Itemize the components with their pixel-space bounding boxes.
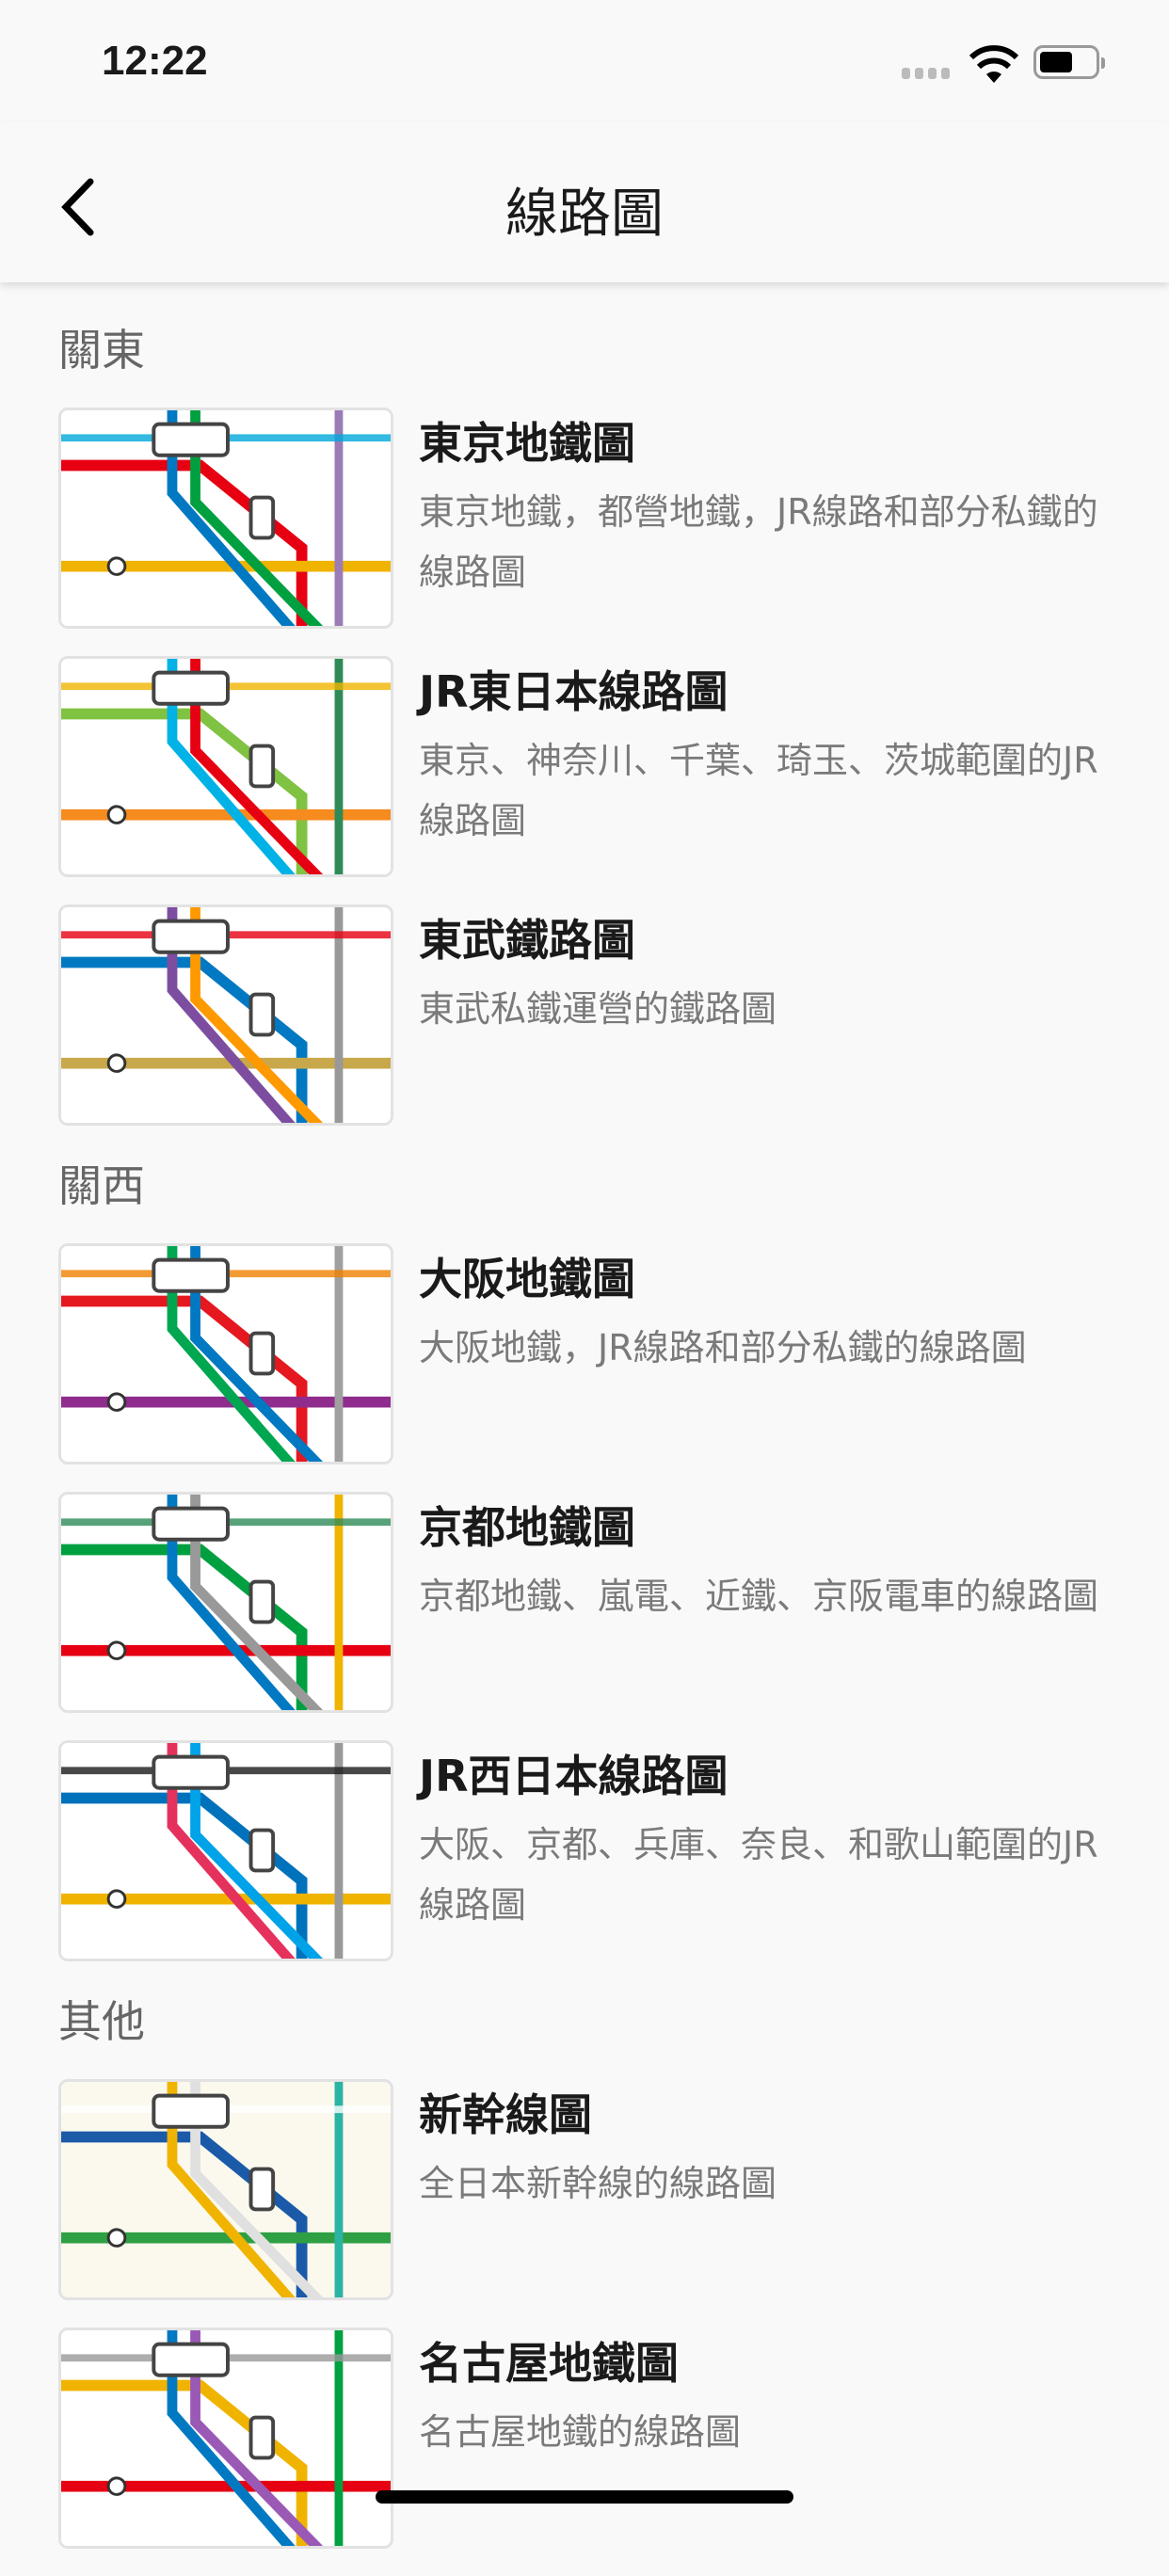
map-thumbnail xyxy=(58,1740,393,1961)
signal-icon xyxy=(902,68,950,79)
map-description: 全日本新幹線的線路圖 xyxy=(419,2163,777,2204)
map-title: 東武鐵路圖 xyxy=(419,915,635,966)
nav-bar: 線路圖 xyxy=(0,122,1169,282)
map-title: 新幹線圖 xyxy=(419,2089,592,2140)
map-thumbnail xyxy=(58,656,393,877)
page-title: 線路圖 xyxy=(505,184,664,245)
status-bar: 12:22 xyxy=(0,0,1169,122)
map-list-item[interactable]: 新幹線圖 全日本新幹線的線路圖 xyxy=(0,2079,1169,2300)
map-description: 京都地鐵、嵐電、近鐵、京阪電車的線路圖 xyxy=(419,1576,1099,1617)
map-title: JR西日本線路圖 xyxy=(419,1751,729,1801)
map-description: 東京地鐵，都營地鐵，JR線路和部分私鐵的線路圖 xyxy=(419,491,1098,593)
map-list-item[interactable]: 東京地鐵圖 東京地鐵，都營地鐵，JR線路和部分私鐵的線路圖 xyxy=(0,408,1169,629)
map-description: 大阪、京都、兵庫、奈良、和歌山範圍的JR線路圖 xyxy=(419,1824,1098,1926)
section-header: 關西 xyxy=(58,1160,145,1211)
map-title: 大阪地鐵圖 xyxy=(419,1254,635,1304)
map-title: 京都地鐵圖 xyxy=(419,1502,635,1553)
map-description: 大阪地鐵，JR線路和部分私鐵的線路圖 xyxy=(419,1327,1027,1368)
chevron-left-icon xyxy=(61,178,94,236)
map-list-item[interactable]: 東武鐵路圖 東武私鐵運營的鐵路圖 xyxy=(0,904,1169,1126)
map-description: 名古屋地鐵的線路圖 xyxy=(419,2411,742,2453)
map-list-item[interactable]: 名古屋地鐵圖 名古屋地鐵的線路圖 xyxy=(0,2328,1169,2549)
map-thumbnail xyxy=(58,408,393,629)
map-title: 東京地鐵圖 xyxy=(419,418,635,469)
map-list: 關東 東京地鐵圖 東京地鐵，都營地鐵，JR線路和部分私鐵的線路圖 JR東日本線路… xyxy=(0,282,1169,2576)
battery-icon xyxy=(1033,45,1105,79)
map-list-item[interactable]: JR東日本線路圖 東京、神奈川、千葉、琦玉、茨城範圍的JR線路圖 xyxy=(0,656,1169,877)
status-time: 12:22 xyxy=(102,38,208,84)
map-thumbnail xyxy=(58,1492,393,1713)
map-thumbnail xyxy=(58,904,393,1126)
map-description: 東武私鐵運營的鐵路圖 xyxy=(419,988,777,1030)
back-button[interactable] xyxy=(55,174,102,240)
home-indicator[interactable] xyxy=(376,2490,793,2504)
wifi-icon xyxy=(969,45,1019,83)
map-description: 東京、神奈川、千葉、琦玉、茨城範圍的JR線路圖 xyxy=(419,740,1098,841)
map-list-item[interactable]: JR西日本線路圖 大阪、京都、兵庫、奈良、和歌山範圍的JR線路圖 xyxy=(0,1740,1169,1961)
map-thumbnail xyxy=(58,2079,393,2300)
map-thumbnail xyxy=(58,2328,393,2549)
map-title: 名古屋地鐵圖 xyxy=(419,2338,679,2389)
map-title: JR東日本線路圖 xyxy=(419,666,729,717)
map-list-item[interactable]: 京都地鐵圖 京都地鐵、嵐電、近鐵、京阪電車的線路圖 xyxy=(0,1492,1169,1713)
map-list-item[interactable]: 大阪地鐵圖 大阪地鐵，JR線路和部分私鐵的線路圖 xyxy=(0,1243,1169,1464)
section-header: 其他 xyxy=(58,1996,145,2047)
section-header: 關東 xyxy=(58,325,145,376)
map-thumbnail xyxy=(58,1243,393,1464)
